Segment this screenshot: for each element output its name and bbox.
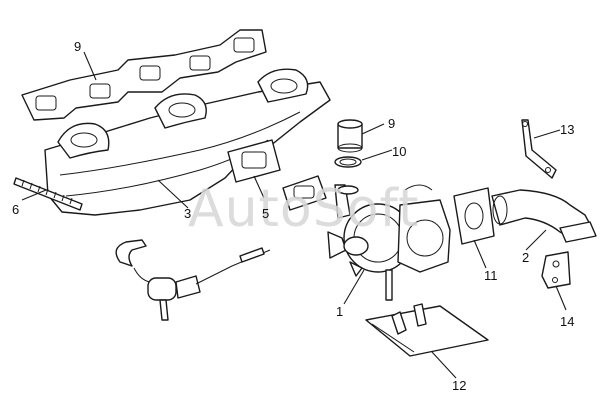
inlet-gasket	[282, 175, 327, 211]
callout-10: 10	[392, 144, 406, 159]
part-5-flange	[227, 139, 281, 183]
part-4-manifold-gasket	[21, 29, 267, 121]
part-11-gasket	[453, 187, 495, 245]
callout-14: 14	[560, 314, 574, 329]
callout-labels: 9 3 5 6 9 10 1 2 11 12 13 14	[12, 39, 574, 393]
part-2-outlet-pipe	[491, 189, 597, 243]
callout-1: 1	[336, 304, 343, 319]
watermark-text: AutoSoft	[188, 179, 419, 239]
part-9-sleeve	[337, 119, 363, 153]
callout-13: 13	[560, 122, 574, 137]
part-12-heat-shield	[365, 303, 489, 357]
callout-3: 3	[184, 206, 191, 221]
callout-11: 11	[484, 268, 498, 283]
part-1-turbocharger	[327, 184, 451, 301]
leader-lines	[21, 51, 567, 379]
callout-6: 6	[12, 202, 19, 217]
callout-4: 9	[74, 39, 81, 54]
callout-12: 12	[452, 378, 466, 393]
callout-5: 5	[262, 206, 269, 221]
callout-2: 2	[522, 250, 529, 265]
wastegate-actuator	[115, 239, 271, 321]
callout-9: 9	[388, 116, 395, 131]
part-10-ring	[334, 156, 362, 168]
part-13-bracket	[521, 119, 557, 179]
part-14-bracket-plate	[541, 251, 571, 289]
part-6-stud	[13, 177, 83, 211]
